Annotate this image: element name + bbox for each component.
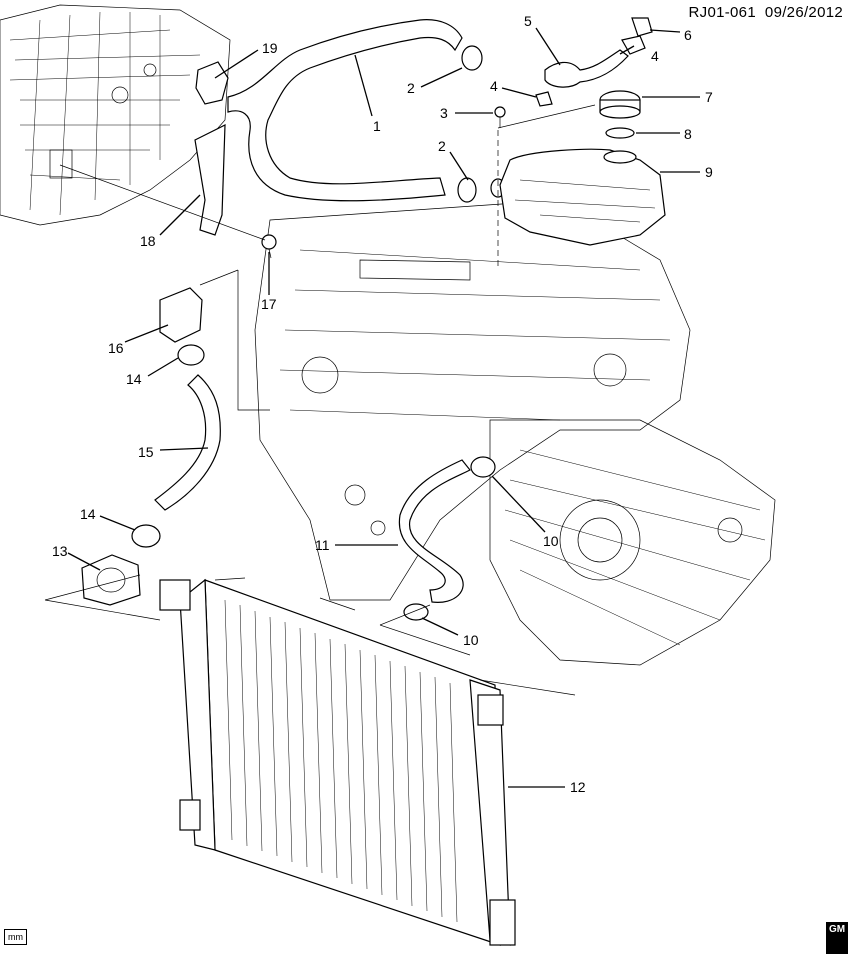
callout-9: 9 — [705, 164, 713, 180]
callout-16: 16 — [108, 340, 124, 356]
callout-19: 19 — [262, 40, 278, 56]
callout-labels: 1 2 2 3 4 4 5 6 7 8 9 10 10 11 12 13 14 … — [52, 13, 713, 795]
callout-18: 18 — [140, 233, 156, 249]
callout-7: 7 — [705, 89, 713, 105]
part-2-hose-clamps — [457, 45, 506, 203]
part-1-upper-radiator-hose — [227, 19, 463, 202]
callout-15: 15 — [138, 444, 154, 460]
brand-logo-badge: GM — [826, 922, 848, 954]
leader-lines — [67, 27, 700, 788]
diagram-date: 09/26/2012 — [764, 4, 843, 21]
part-15-lower-radiator-hose — [154, 374, 221, 511]
callout-10a: 10 — [543, 533, 559, 549]
callout-3: 3 — [440, 105, 448, 121]
diagram-code: RJ01-061 — [688, 4, 756, 21]
callout-17: 17 — [261, 296, 277, 312]
part-13-outlet-coupling — [81, 554, 141, 606]
callout-2b: 2 — [438, 138, 446, 154]
part-18-19-bracket — [194, 61, 277, 259]
part-14-upper-clamp — [177, 344, 205, 366]
part-5-surge-tank-hose — [535, 17, 653, 107]
part-3-bolt — [494, 106, 506, 270]
part-16-hose-coupling — [159, 287, 203, 343]
alignment-lines — [44, 104, 596, 696]
part-14-lower-clamp — [131, 524, 161, 548]
part-8-cap-seal — [605, 127, 635, 139]
callout-10b: 10 — [463, 632, 479, 648]
part-12-radiator — [159, 578, 516, 946]
part-7-pressure-cap — [599, 90, 641, 119]
callout-11: 11 — [315, 537, 330, 553]
callout-13: 13 — [52, 543, 68, 559]
callout-5: 5 — [524, 13, 532, 29]
part-11-heater-hose — [398, 459, 471, 603]
callout-6: 6 — [684, 27, 692, 43]
callout-14a: 14 — [126, 371, 142, 387]
engine-assembly-illustration — [254, 199, 776, 666]
callout-12: 12 — [570, 779, 586, 795]
callout-1: 1 — [373, 118, 381, 134]
callout-4a: 4 — [490, 78, 498, 94]
unit-badge: mm — [4, 929, 27, 945]
diagram-header: RJ01-061 09/26/2012 — [689, 4, 843, 21]
callout-2a: 2 — [407, 80, 415, 96]
callout-8: 8 — [684, 126, 692, 142]
callout-14b: 14 — [80, 506, 96, 522]
callout-4b: 4 — [651, 48, 659, 64]
body-structure-illustration — [0, 4, 231, 226]
part-9-coolant-surge-tank — [499, 148, 666, 246]
